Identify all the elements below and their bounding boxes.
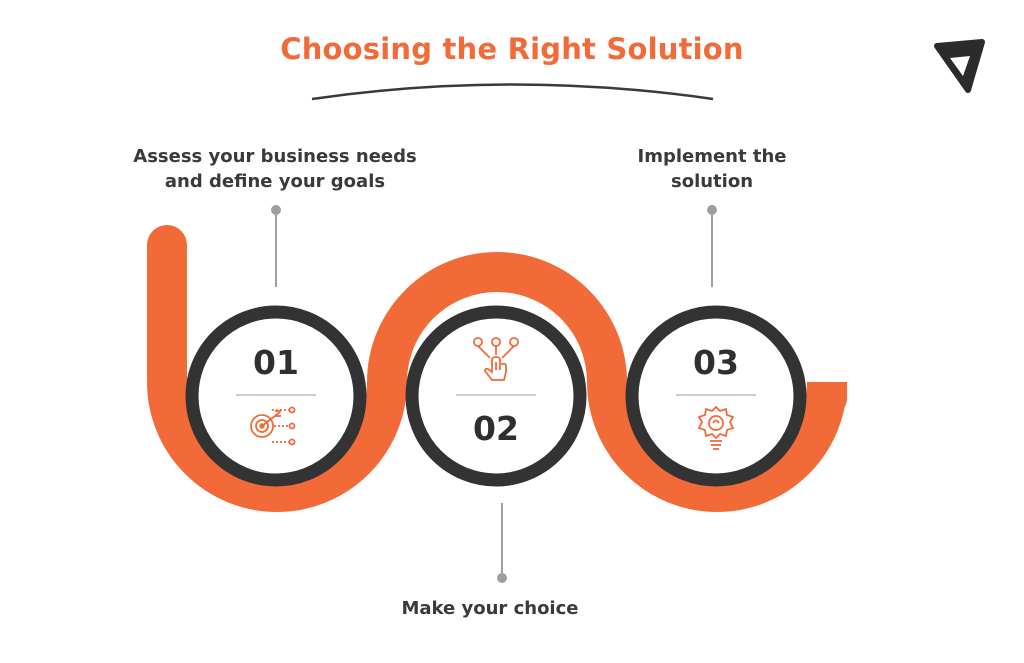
step-3-number: 03	[693, 343, 739, 382]
lightbulb-gear-icon	[697, 405, 735, 450]
target-icon	[250, 406, 296, 446]
brand-logo-icon	[934, 39, 985, 93]
step-2-node: 02	[405, 305, 587, 487]
step-3-connector	[707, 205, 717, 287]
step-1-connector	[271, 205, 281, 287]
step-3-label: Implement the solution	[637, 146, 787, 192]
step-1-label: Assess your business needs and define yo…	[133, 146, 417, 192]
step-1-node: 01	[185, 305, 367, 487]
step-3-node: 03	[625, 305, 807, 487]
hand-pointer-choice-icon	[473, 337, 519, 381]
step-1-number: 01	[253, 343, 299, 382]
step-2-label: Make your choice	[401, 598, 579, 619]
diagram-title: Choosing the Right Solution	[280, 32, 744, 66]
wave-path	[147, 225, 847, 512]
title-underline	[311, 83, 714, 101]
step-2-number: 02	[473, 409, 519, 448]
step-2-connector	[497, 503, 507, 583]
